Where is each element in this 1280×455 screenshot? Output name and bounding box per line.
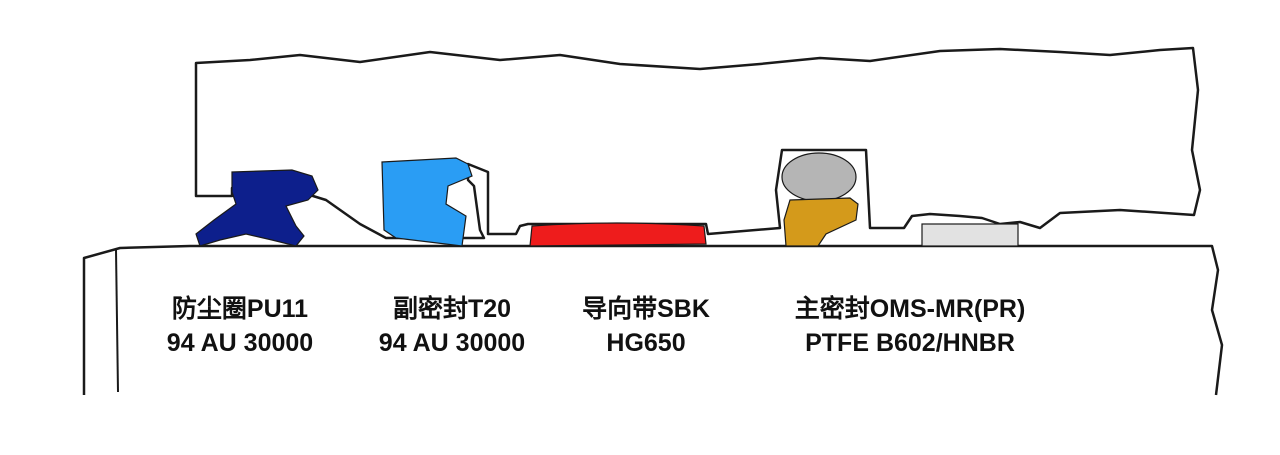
label-rod-seal: 副密封T20 94 AU 30000 — [322, 292, 582, 360]
rod-seal-material: 94 AU 30000 — [378, 329, 526, 357]
primary-seal-name: 主密封OMS-MR(PR) — [794, 295, 1026, 323]
rod-outline — [82, 244, 1224, 396]
label-guide-band: 导向带SBK HG650 — [516, 292, 776, 360]
rod-seal-icon — [381, 157, 473, 247]
guide-band-icon — [529, 222, 707, 247]
buffer-ring-icon — [921, 223, 1019, 247]
wiper-seal-icon — [195, 169, 319, 247]
primary-seal-icon — [783, 197, 859, 247]
guide-band-material: HG650 — [606, 329, 686, 357]
primary-seal-material: PTFE B602/HNBR — [805, 329, 1015, 357]
label-primary-seal: 主密封OMS-MR(PR) PTFE B602/HNBR — [780, 292, 1040, 360]
housing-outline — [194, 46, 1202, 240]
wiper-name: 防尘圈PU11 — [171, 295, 309, 323]
label-wiper: 防尘圈PU11 94 AU 30000 — [110, 292, 370, 360]
rod-end-line — [115, 249, 119, 393]
rod-seal-name: 副密封T20 — [392, 295, 512, 323]
oring-icon — [781, 152, 857, 202]
wiper-material: 94 AU 30000 — [166, 329, 314, 357]
guide-band-name: 导向带SBK — [582, 295, 710, 323]
